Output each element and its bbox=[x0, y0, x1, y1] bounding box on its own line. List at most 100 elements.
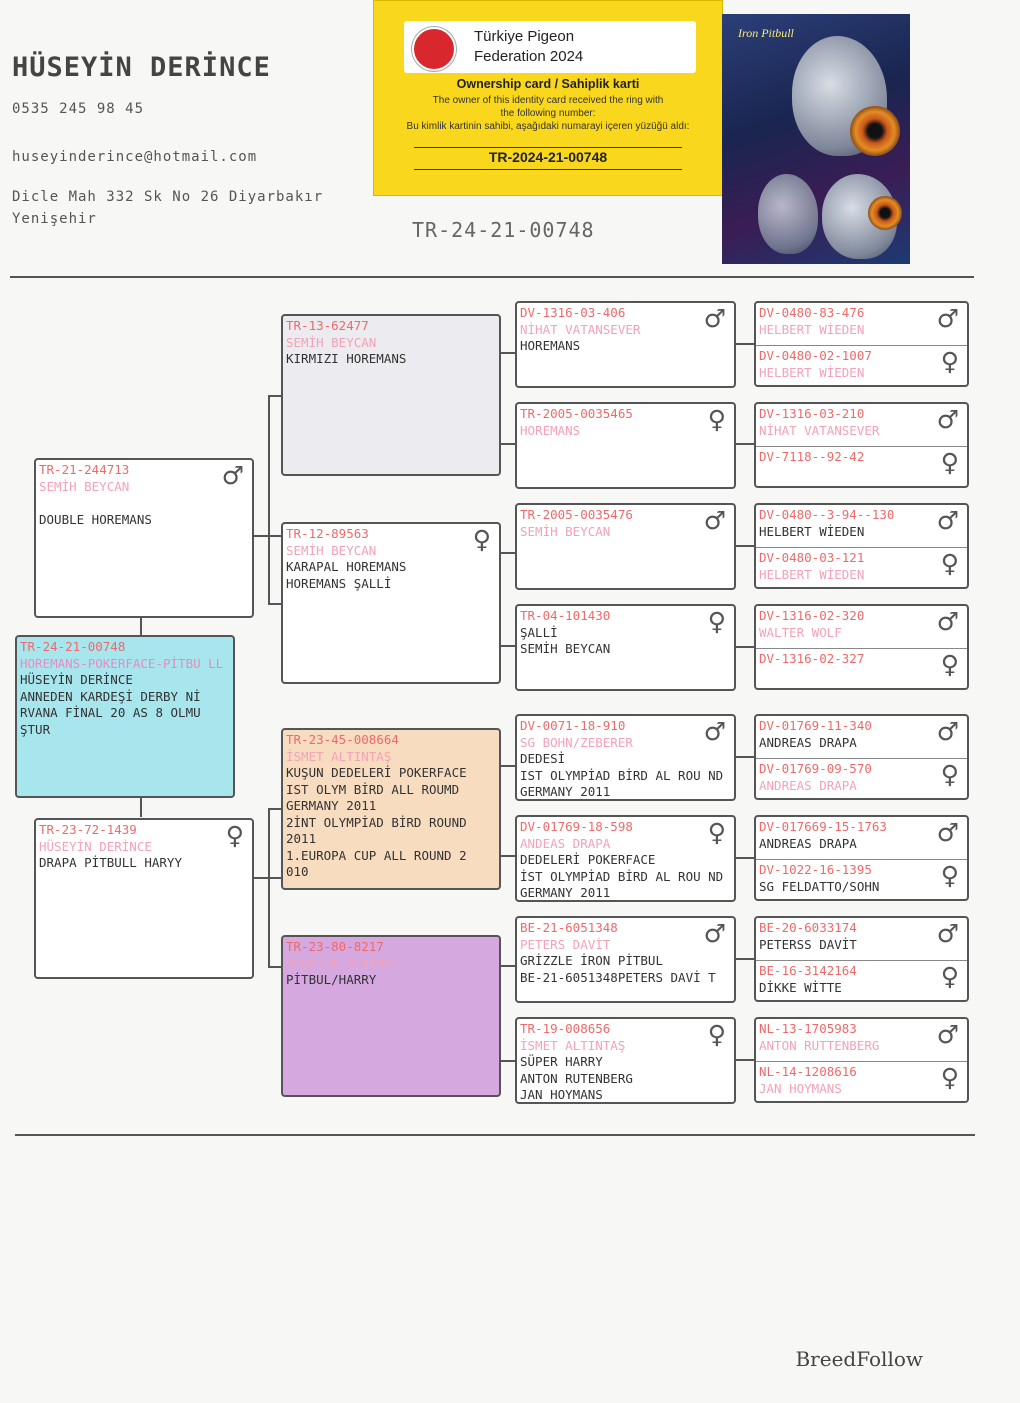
g4-card[interactable]: DV-7118--92-42 ♀ bbox=[756, 446, 967, 488]
g4-card[interactable]: DV-1022-16-1395 SG FELDATTO/SOHN ♀ bbox=[756, 859, 967, 901]
g4-card[interactable]: NL-13-1705983 ANTON RUTTENBERG ♂ bbox=[756, 1019, 967, 1061]
g4-card[interactable]: DV-0480-03-121 HELBERT WİEDEN ♀ bbox=[756, 547, 967, 589]
g3-card[interactable]: DV-01769-18-598 ANDEAS DRAPA DEDELERİ PO… bbox=[515, 815, 736, 902]
pigeon-eye-icon bbox=[850, 106, 900, 156]
granddam-paternal-card[interactable]: TR-12-89563 SEMİH BEYCAN KARAPAL HOREMAN… bbox=[281, 522, 501, 684]
card-text-en2: the following number: bbox=[500, 108, 596, 119]
grandsire-maternal-info: KUŞUN DEDELERİ POKERFACE IST OLYM BİRD A… bbox=[286, 765, 467, 879]
connector bbox=[500, 352, 516, 354]
grandsire-paternal-card[interactable]: TR-13-62477 SEMİH BEYCAN KIRMIZI HOREMAN… bbox=[281, 314, 501, 476]
owner-address-line1: Dicle Mah 332 Sk No 26 Diyarbakır bbox=[12, 189, 324, 205]
dam-info: DRAPA PİTBULL HARYY bbox=[39, 855, 182, 870]
female-icon: ♀ bbox=[940, 448, 959, 477]
g4-ring: DV-0480-83-476 bbox=[759, 305, 865, 320]
subject-name: HOREMANS-POKERFACE-PİTBU LL bbox=[20, 655, 224, 671]
g3-info: DEDESİ IST OLYMPİAD BİRD AL ROU ND GERMA… bbox=[520, 751, 724, 799]
connector bbox=[735, 857, 755, 859]
granddam-maternal-card[interactable]: TR-23-80-8217 HÜSEYİN DERİNCE PİTBUL/HAR… bbox=[281, 935, 501, 1097]
grandsire-paternal-info: KIRMIZI HOREMANS bbox=[286, 351, 407, 366]
g3-info: DEDELERİ POKERFACE İST OLYMPİAD BİRD AL … bbox=[520, 852, 724, 900]
g3-card[interactable]: DV-0071-18-910 SG BOHN/ZEBERER DEDESİ IS… bbox=[515, 714, 736, 801]
male-icon: ♂ bbox=[703, 304, 726, 333]
owner-email: huseyinderince@hotmail.com bbox=[12, 149, 258, 165]
card-header: Türkiye Pigeon Federation 2024 bbox=[404, 21, 696, 73]
g3-card[interactable]: TR-19-008656 İSMET ALTINTAŞ SÜPER HARRY … bbox=[515, 1017, 736, 1104]
female-icon: ♀ bbox=[940, 650, 959, 679]
card-divider bbox=[414, 169, 682, 170]
g3-breeder: HOREMANS bbox=[520, 422, 581, 438]
g3-card[interactable]: TR-2005-0035465 HOREMANS ♀ bbox=[515, 402, 736, 489]
male-icon: ♂ bbox=[936, 919, 959, 948]
connector bbox=[735, 958, 755, 960]
g4-ring: DV-017669-15-1763 bbox=[759, 819, 887, 834]
dam-card[interactable]: TR-23-72-1439 HÜSEYİN DERİNCE DRAPA PİTB… bbox=[34, 818, 254, 979]
g4-ring: NL-13-1705983 bbox=[759, 1021, 857, 1036]
g3-card[interactable]: DV-1316-03-406 NİHAT VATANSEVER HOREMANS… bbox=[515, 301, 736, 388]
connector bbox=[735, 1059, 755, 1061]
g4-breeder: HELBERT WİEDEN bbox=[759, 566, 865, 582]
pigeon-photo-icon bbox=[758, 174, 818, 254]
female-icon: ♀ bbox=[940, 962, 959, 991]
card-divider bbox=[414, 147, 682, 148]
female-icon: ♀ bbox=[707, 818, 726, 847]
g3-card[interactable]: TR-2005-0035476 SEMİH BEYCAN ♂ bbox=[515, 503, 736, 590]
female-icon: ♀ bbox=[940, 347, 959, 376]
g3-ring: DV-1316-03-406 bbox=[520, 305, 626, 320]
g4-card[interactable]: DV-1316-02-327 ♀ bbox=[756, 648, 967, 690]
connector bbox=[268, 603, 282, 605]
g4-card[interactable]: DV-01769-11-340 ANDREAS DRAPA ♂ bbox=[756, 716, 967, 758]
g3-ring: TR-2005-0035476 bbox=[520, 507, 633, 522]
male-icon: ♂ bbox=[936, 405, 959, 434]
grandsire-maternal-card[interactable]: TR-23-45-008664 İSMET ALTINTAŞ KUŞUN DED… bbox=[281, 728, 501, 890]
female-icon: ♀ bbox=[707, 607, 726, 636]
dam-breeder: HÜSEYİN DERİNCE bbox=[39, 838, 152, 854]
female-icon: ♀ bbox=[940, 549, 959, 578]
g4-card[interactable]: DV-1316-03-210 NİHAT VATANSEVER ♂ bbox=[756, 404, 967, 446]
card-text-tr: Bu kimlik kartinin sahibi, aşağıdaki num… bbox=[406, 121, 690, 132]
ownership-card: Türkiye Pigeon Federation 2024 Ownership… bbox=[373, 0, 723, 196]
card-federation-line2: Federation 2024 bbox=[474, 48, 584, 65]
g4-card[interactable]: NL-14-1208616 JAN HOYMANS ♀ bbox=[756, 1061, 967, 1103]
subject-card[interactable]: TR-24-21-00748 HOREMANS-POKERFACE-PİTBU … bbox=[15, 635, 235, 798]
g4-card[interactable]: BE-16-3142164 DİKKE WİTTE ♀ bbox=[756, 960, 967, 1002]
header-divider bbox=[10, 276, 974, 278]
g4-card[interactable]: DV-1316-02-320 WALTER WOLF ♂ bbox=[756, 606, 967, 648]
g3-card[interactable]: TR-04-101430 ŞALLİ SEMİH BEYCAN ♀ bbox=[515, 604, 736, 691]
g4-pair: DV-01769-11-340 ANDREAS DRAPA ♂ DV-01769… bbox=[754, 714, 969, 800]
breedfollow-logo: BreedFollow bbox=[795, 1347, 923, 1371]
footer-divider bbox=[15, 1134, 975, 1136]
granddam-maternal-breeder: HÜSEYİN DERİNCE bbox=[286, 955, 399, 971]
card-federation-line1: Türkiye Pigeon bbox=[474, 28, 575, 45]
g3-info: SÜPER HARRY ANTON RUTENBERG JAN HOYMANS bbox=[520, 1054, 633, 1102]
sire-breeder: SEMİH BEYCAN bbox=[39, 478, 130, 494]
pigeon-eye-icon bbox=[868, 196, 902, 230]
connector bbox=[735, 646, 755, 648]
g4-ring: DV-0480-03-121 bbox=[759, 550, 865, 565]
g4-card[interactable]: DV-01769-09-570 ANDREAS DRAPA ♀ bbox=[756, 758, 967, 800]
male-icon: ♂ bbox=[936, 1020, 959, 1049]
connector bbox=[500, 1060, 516, 1062]
male-icon: ♂ bbox=[221, 461, 244, 490]
g4-info: HELBERT WİEDEN bbox=[759, 523, 865, 539]
owner-phone: 0535 245 98 45 bbox=[12, 101, 145, 117]
sire-card[interactable]: TR-21-244713 SEMİH BEYCAN DOUBLE HOREMAN… bbox=[34, 458, 254, 618]
g4-card[interactable]: DV-0480-02-1007 HELBERT WİEDEN ♀ bbox=[756, 345, 967, 387]
male-icon: ♂ bbox=[703, 506, 726, 535]
g4-card[interactable]: BE-20-6033174 PETERSS DAVİT ♂ bbox=[756, 918, 967, 960]
g4-ring: DV-0480--3-94--130 bbox=[759, 507, 895, 522]
g3-card[interactable]: BE-21-6051348 PETERS DAVİT GRİZZLE İRON … bbox=[515, 916, 736, 1003]
g4-card[interactable]: DV-0480--3-94--130 HELBERT WİEDEN ♂ bbox=[756, 505, 967, 547]
g4-breeder: HELBERT WİEDEN bbox=[759, 321, 865, 337]
connector bbox=[500, 645, 516, 647]
g4-info: SG FELDATTO/SOHN bbox=[759, 878, 880, 894]
female-icon: ♀ bbox=[472, 525, 491, 554]
g4-card[interactable]: DV-017669-15-1763 ANDREAS DRAPA ♂ bbox=[756, 817, 967, 859]
g4-info: PETERSS DAVİT bbox=[759, 936, 857, 952]
g4-card[interactable]: DV-0480-83-476 HELBERT WİEDEN ♂ bbox=[756, 303, 967, 345]
card-federation: Türkiye Pigeon Federation 2024 bbox=[474, 27, 583, 67]
male-icon: ♂ bbox=[936, 304, 959, 333]
female-icon: ♀ bbox=[707, 405, 726, 434]
card-title: Ownership card / Sahiplik karti bbox=[456, 77, 640, 91]
male-icon: ♂ bbox=[936, 818, 959, 847]
sire-ring: TR-21-244713 bbox=[39, 462, 130, 477]
